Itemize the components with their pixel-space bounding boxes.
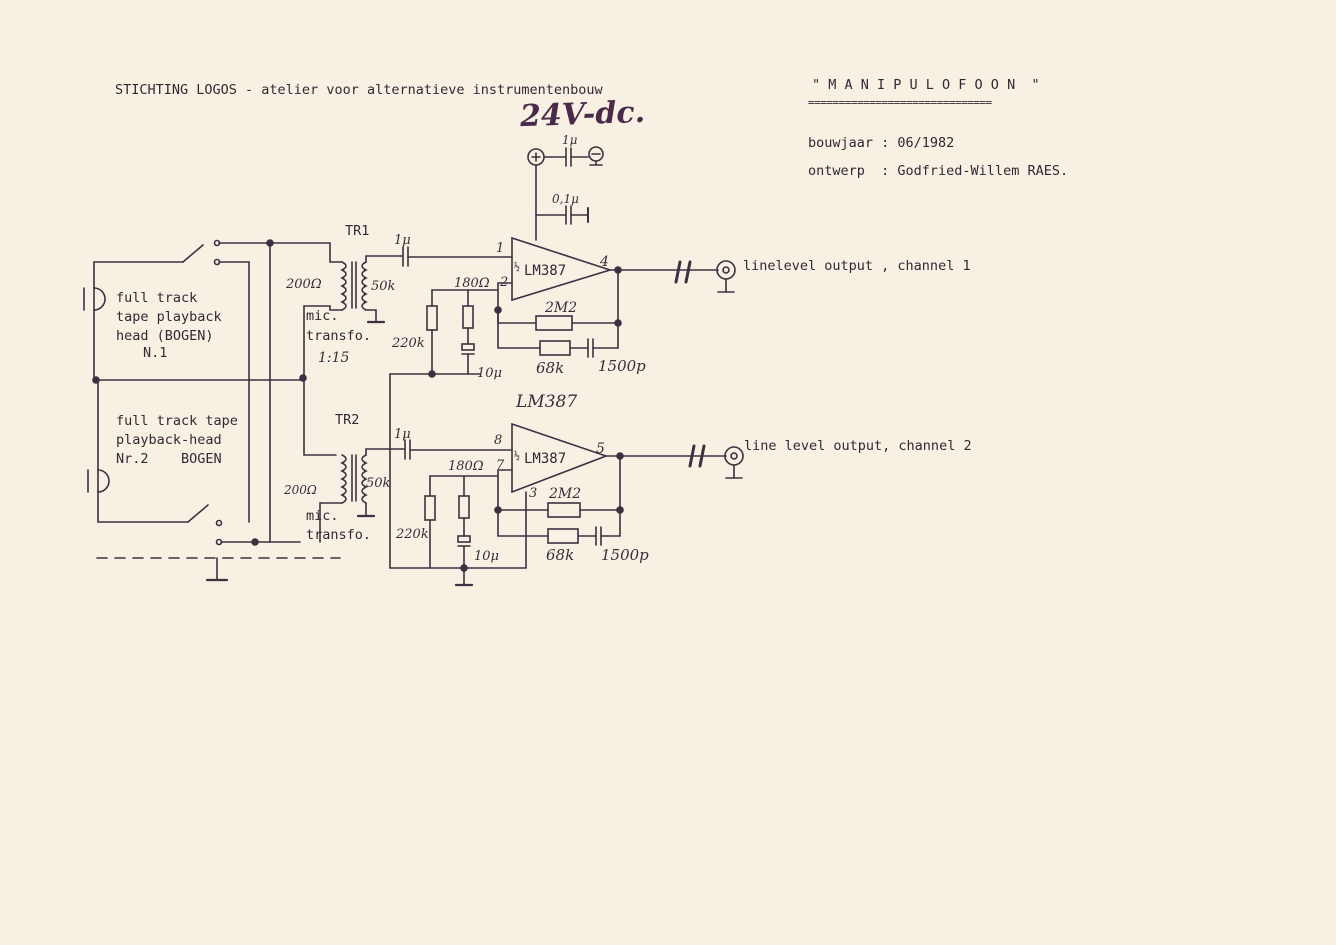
pin-4-label: 4 [599, 254, 609, 270]
input-cap-1-symbol [399, 246, 513, 267]
tr1-secondary-label: 50k [371, 279, 396, 294]
c1500p-ch2-label: 1500p [601, 546, 649, 564]
resistor-220k-ch1 [426, 305, 438, 331]
title-underline: ============================== [808, 96, 992, 109]
cap-in-1-label: 1μ [394, 233, 411, 248]
ic-label: LM387 [515, 392, 577, 412]
capacitor-10u-ch1 [461, 343, 475, 351]
tr2-secondary-label: 50k [366, 476, 391, 491]
r68k-ch2-label: 68k [546, 546, 574, 564]
resistor-68k-ch1 [539, 340, 571, 356]
organization-title: STICHTING LOGOS - atelier voor alternati… [115, 82, 603, 98]
switch-2-symbol [187, 504, 271, 546]
output-jack-1-symbol [716, 260, 736, 293]
tr1-ratio-label: 1:15 [318, 350, 350, 366]
head1-line3: head (BOGEN) [116, 328, 214, 344]
head2-line2: playback-head [116, 432, 222, 448]
output-cap-2-symbol [688, 444, 706, 468]
pin-1-label: 1 [496, 241, 504, 256]
resistor-180-ch2 [458, 495, 470, 519]
tr2-label: TR2 [335, 412, 360, 428]
r220k-ch1-label: 220k [391, 336, 425, 351]
opamp-2-symbol [511, 422, 609, 494]
opamp-1-symbol [511, 236, 613, 302]
head2-line1: full track tape [116, 413, 238, 429]
transformer-2-symbol [303, 377, 401, 543]
resistor-2m2-ch1 [535, 315, 573, 331]
pin-5-label: 5 [596, 441, 605, 457]
opamp-2-label: LM387 [524, 451, 566, 467]
document-title: " M A N I P U L O F O O N " [812, 77, 1040, 93]
head2-line3: Nr.2 BOGEN [116, 451, 222, 467]
pin-2-label: 2 [499, 275, 508, 290]
supply-cap-1-label: 1μ [562, 133, 578, 147]
head1-line4: N.1 [143, 345, 168, 361]
head1-line2: tape playback [116, 309, 222, 325]
r2m2-ch1-label: 2M2 [544, 300, 577, 316]
capacitor-10u-ch2 [457, 535, 471, 543]
opamp-1-label: LM387 [524, 263, 566, 279]
c10u-ch1-label: 10μ [477, 366, 502, 381]
pin-8-label: 8 [494, 433, 502, 448]
output-cap-1-symbol [674, 260, 692, 284]
tape-head-2-symbol [87, 469, 110, 493]
cap-in-2-label: 1μ [394, 427, 411, 442]
supply-cap-2-label: 0,1μ [552, 192, 579, 206]
opamp-2-half: ½ [514, 450, 520, 462]
c10u-ch2-label: 10μ [474, 549, 499, 564]
tr2-transfo-line1: mic. [306, 508, 339, 524]
output-jack-2-symbol [724, 446, 744, 479]
c1500p-ch1-label: 1500p [598, 357, 646, 375]
tr1-primary-label: 200Ω [285, 277, 322, 292]
r180-ch1-label: 180Ω [454, 276, 490, 291]
tr1-label: TR1 [345, 223, 370, 239]
transformer-1-symbol [269, 242, 401, 379]
designer: ontwerp : Godfried-Willem RAES. [808, 163, 1069, 179]
pin-3-label: 3 [529, 486, 537, 501]
head1-line1: full track [116, 290, 198, 306]
resistor-180-ch1 [462, 305, 474, 329]
output-channel1: linelevel output , channel 1 [743, 258, 971, 274]
tape-head-1-symbol [83, 287, 106, 311]
output-channel2: line level output, channel 2 [744, 438, 972, 454]
tr1-transfo-line1: mic. [306, 308, 339, 324]
tr2-transfo-line2: transfo. [306, 527, 372, 543]
input-cap-2-symbol [399, 439, 513, 460]
r180-ch2-label: 180Ω [448, 459, 484, 474]
tr2-primary-label: 200Ω [283, 483, 317, 497]
resistor-68k-ch2 [547, 528, 579, 544]
construction-year: bouwjaar : 06/1982 [808, 135, 955, 151]
opamp-1-half: ½ [514, 261, 520, 273]
r220k-ch2-label: 220k [395, 527, 429, 542]
r2m2-ch2-label: 2M2 [548, 486, 581, 502]
resistor-2m2-ch2 [547, 502, 581, 518]
tr1-transfo-line2: transfo. [306, 328, 372, 344]
resistor-220k-ch2 [424, 495, 436, 521]
switch-1-symbol [182, 239, 271, 523]
r68k-ch1-label: 68k [536, 359, 564, 377]
supply-terminals [527, 146, 604, 167]
pin-7-label: 7 [496, 458, 505, 473]
